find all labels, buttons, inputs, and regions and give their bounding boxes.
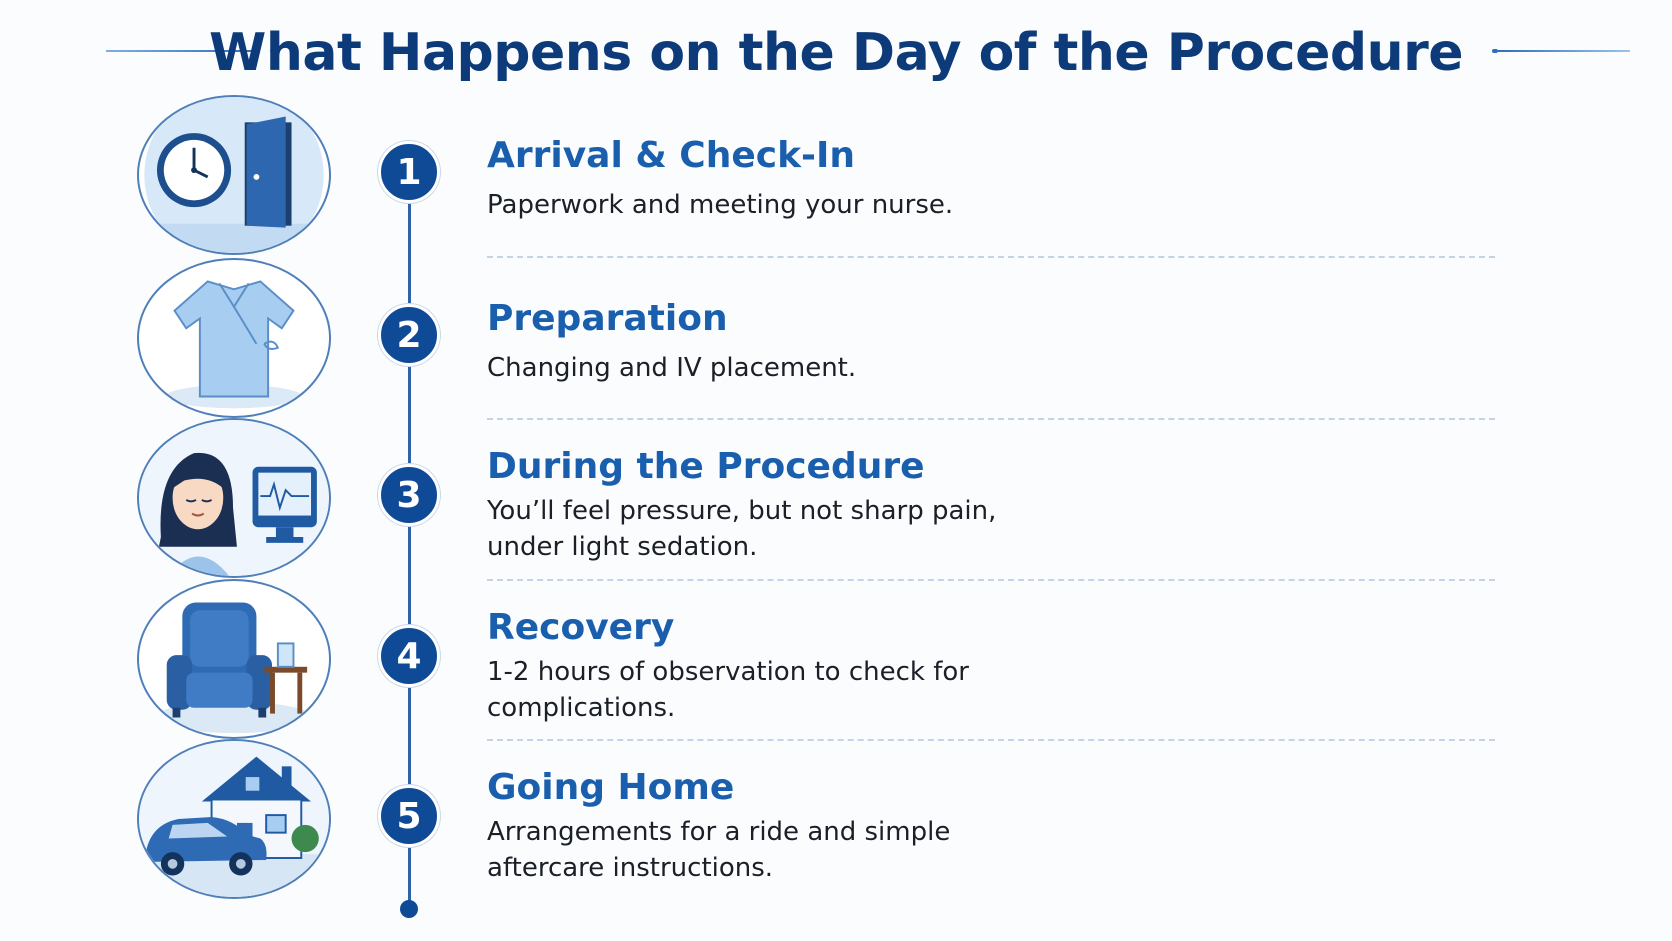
step-4-description: 1-2 hours of observation to check for co… bbox=[487, 657, 969, 723]
step-divider bbox=[487, 256, 1495, 258]
title-decoration-left bbox=[106, 47, 278, 55]
sedated-patient-monitor-icon bbox=[137, 418, 331, 578]
title-decoration-right bbox=[1492, 49, 1630, 53]
step-2-title: Preparation bbox=[487, 298, 728, 339]
step-4-number: 4 bbox=[378, 625, 440, 687]
step-1-number: 1 bbox=[378, 141, 440, 203]
step-divider bbox=[487, 739, 1495, 741]
page-title: What Happens on the Day of the Procedure bbox=[209, 23, 1464, 83]
header: What Happens on the Day of the Procedure bbox=[0, 18, 1672, 88]
clock-and-door-icon bbox=[137, 95, 331, 255]
step-4-title: Recovery bbox=[487, 607, 675, 648]
step-1: 1 Arrival & Check-In Paperwork and meeti… bbox=[0, 95, 1672, 258]
step-2-number: 2 bbox=[378, 304, 440, 366]
timeline-line bbox=[408, 175, 411, 910]
step-3-title: During the Procedure bbox=[487, 446, 925, 487]
step-2: 2 Preparation Changing and IV placement. bbox=[0, 258, 1672, 420]
timeline-end-dot bbox=[400, 900, 418, 918]
step-2-description: Changing and IV placement. bbox=[487, 353, 857, 383]
step-divider bbox=[487, 579, 1495, 581]
step-3-number: 3 bbox=[378, 464, 440, 526]
recliner-chair-icon bbox=[137, 579, 331, 739]
step-5: 5 Going Home Arrangements for a ride and… bbox=[0, 739, 1672, 899]
step-1-description: Paperwork and meeting your nurse. bbox=[487, 190, 954, 220]
step-3-description: You’ll feel pressure, but not sharp pain… bbox=[487, 496, 997, 562]
step-divider bbox=[487, 418, 1495, 420]
step-5-title: Going Home bbox=[487, 767, 735, 808]
step-3: 3 During the Procedure You’ll feel press… bbox=[0, 418, 1672, 581]
hospital-gown-icon bbox=[137, 258, 331, 418]
house-and-car-icon bbox=[137, 739, 331, 899]
step-5-description: Arrangements for a ride and simple after… bbox=[487, 817, 951, 883]
step-5-number: 5 bbox=[378, 785, 440, 847]
step-1-title: Arrival & Check-In bbox=[487, 135, 855, 176]
step-4: 4 Recovery 1-2 hours of observation to c… bbox=[0, 579, 1672, 741]
